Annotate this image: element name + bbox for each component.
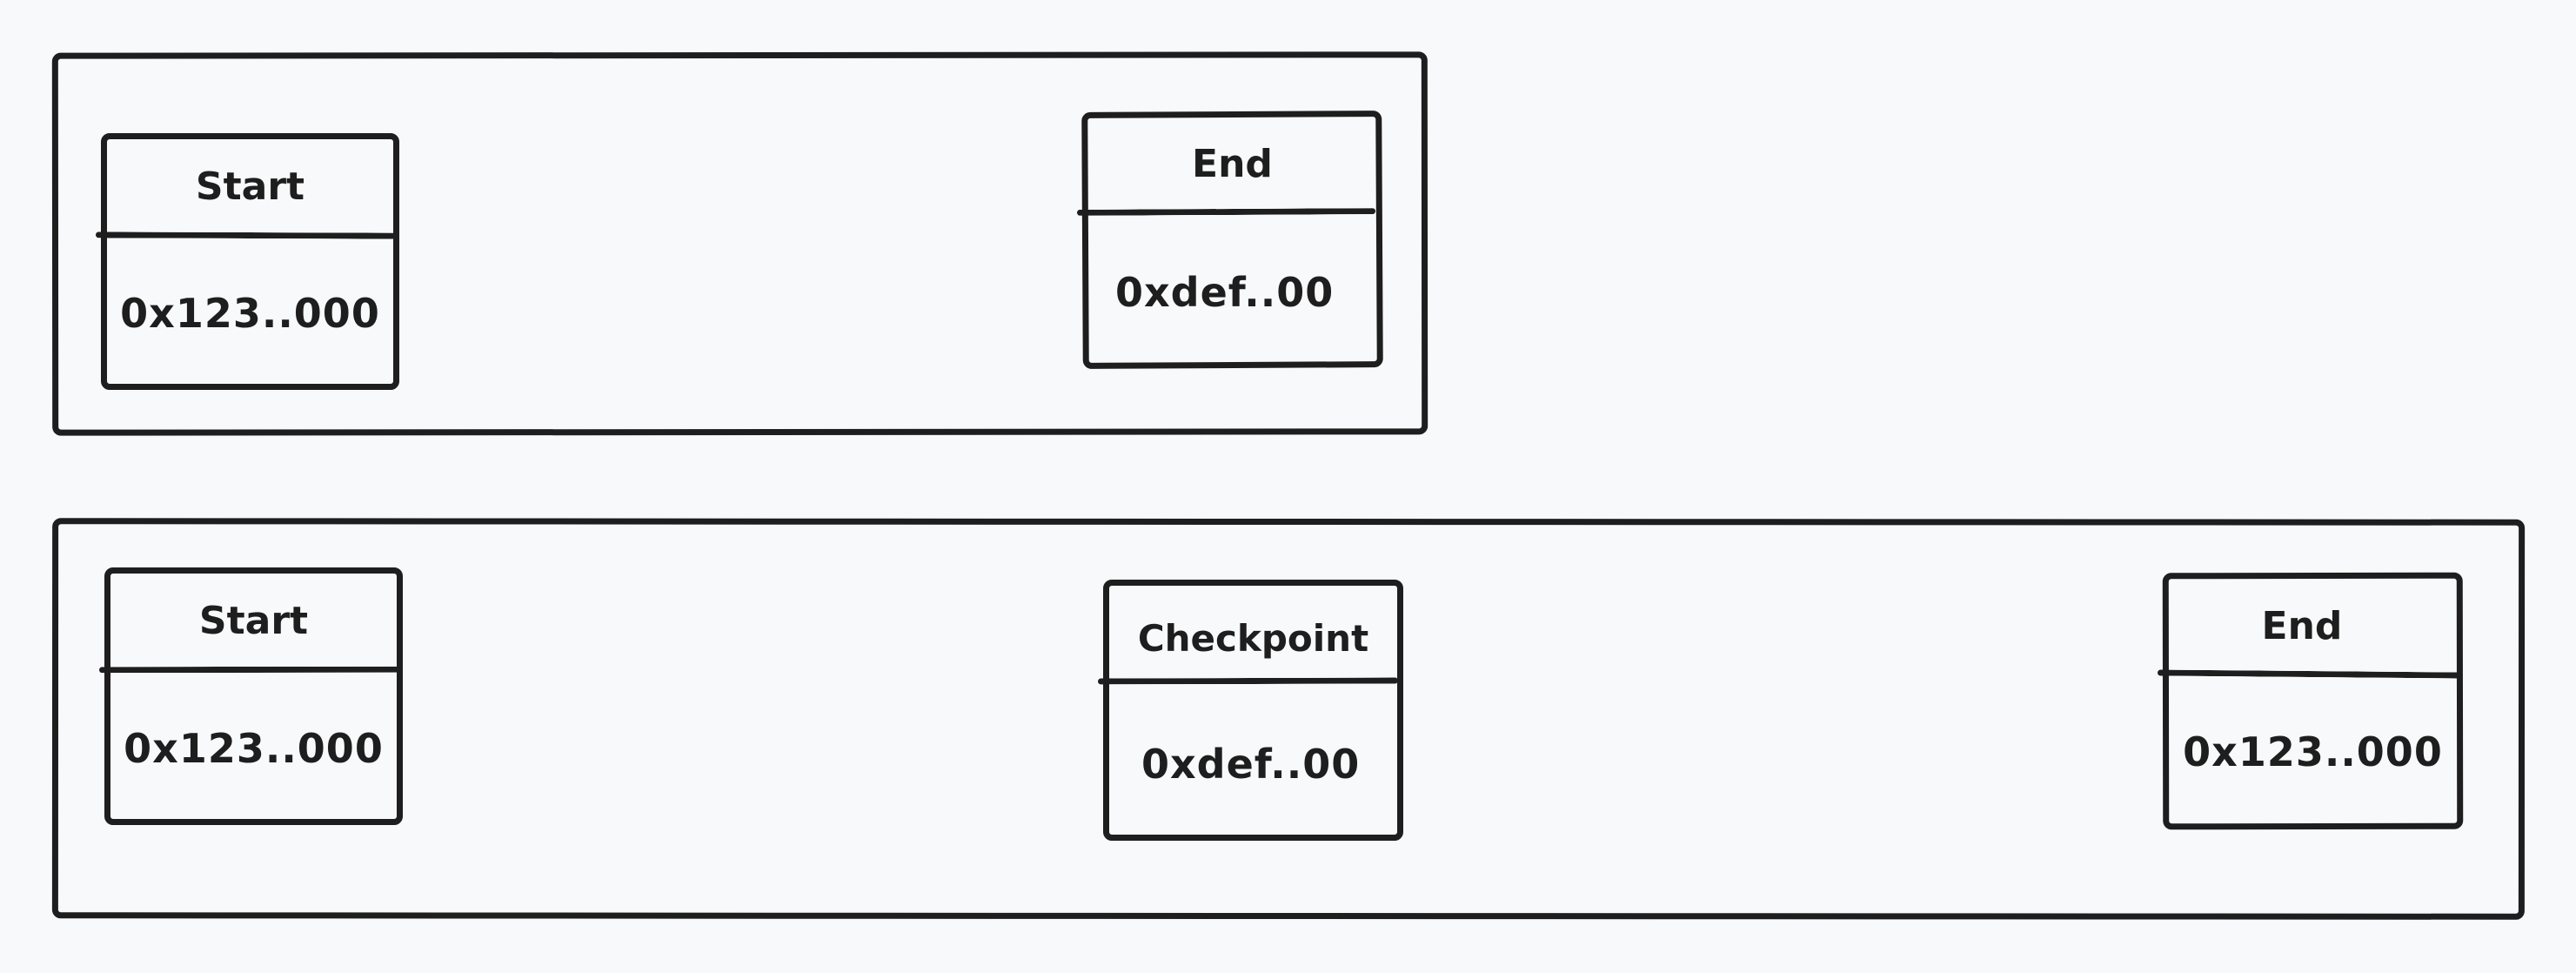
bottom-end-title: End bbox=[2261, 604, 2343, 648]
bottom-checkpoint-divider bbox=[1097, 677, 1399, 685]
bottom-checkpoint-title: Checkpoint bbox=[1137, 617, 1369, 660]
top-start-node bbox=[101, 133, 399, 390]
bottom-checkpoint-node bbox=[1103, 580, 1403, 841]
bottom-start-divider bbox=[98, 666, 401, 674]
top-end-value: 0xdef..00 bbox=[1115, 269, 1335, 316]
bottom-start-node bbox=[104, 567, 403, 825]
top-start-divider bbox=[95, 232, 398, 239]
top-start-value: 0x123..000 bbox=[120, 290, 380, 337]
top-start-title: Start bbox=[195, 164, 305, 209]
bottom-start-title: Start bbox=[198, 599, 309, 643]
bottom-end-value: 0x123..000 bbox=[2183, 728, 2443, 775]
bottom-start-value: 0x123..000 bbox=[124, 725, 384, 772]
bottom-checkpoint-value: 0xdef..00 bbox=[1141, 741, 1361, 788]
top-end-title: End bbox=[1192, 142, 1273, 186]
